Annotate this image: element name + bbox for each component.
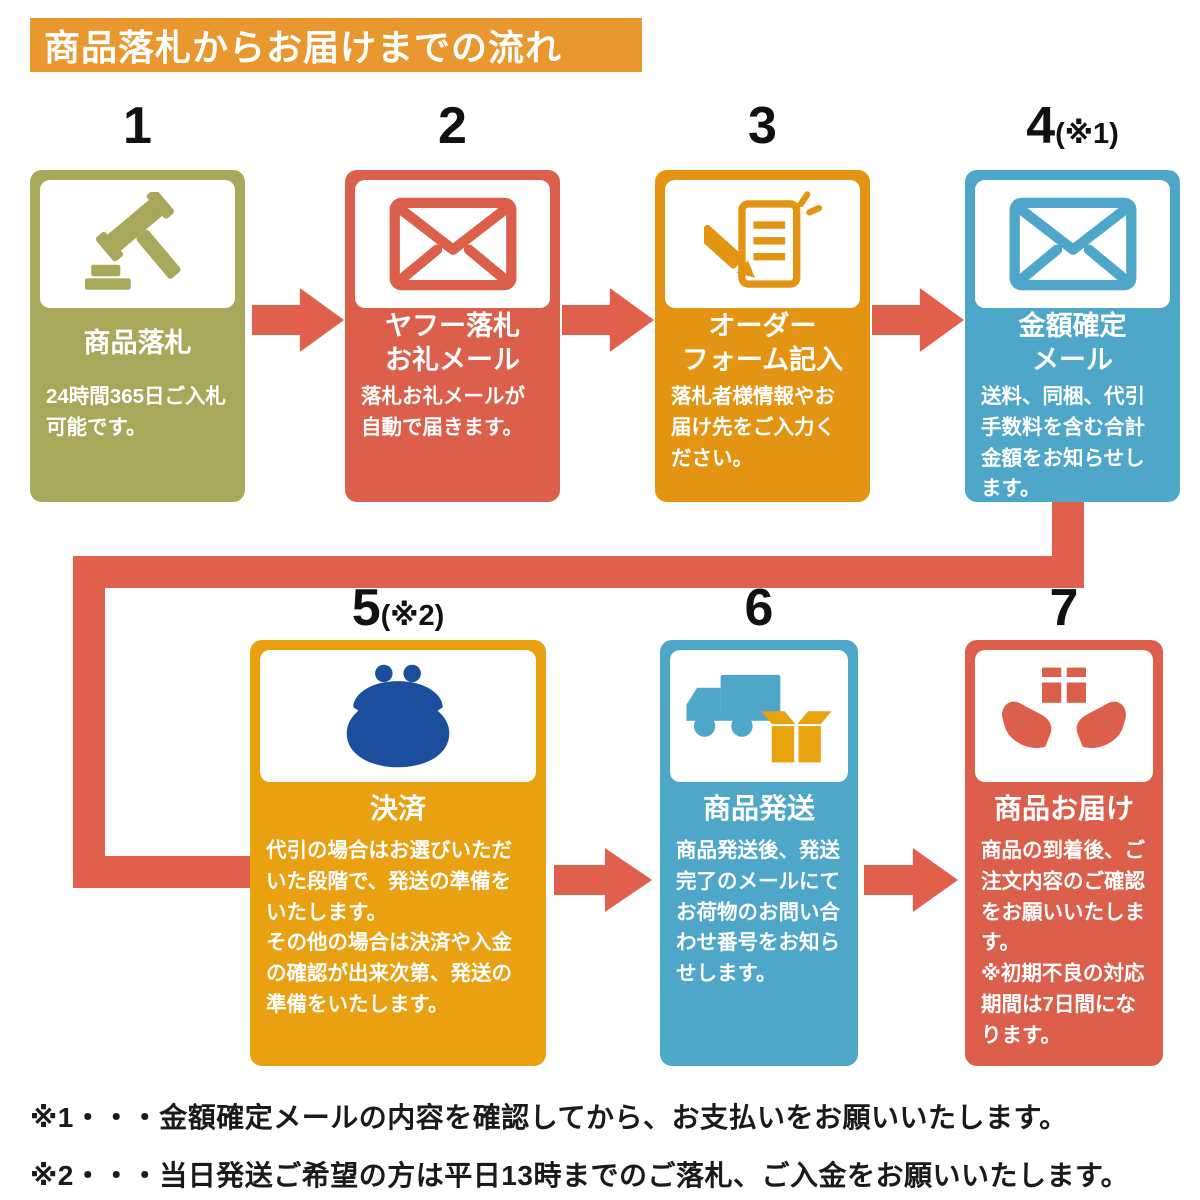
step-title: 金額確定 メール xyxy=(1018,311,1127,375)
step-number-7: 7 xyxy=(1049,579,1079,637)
flow-arrow-step5-step6 xyxy=(554,848,652,912)
step-description: 商品発送後、発送完了のメールにてお荷物のお問い合わせ番号をお知らせします。 xyxy=(676,839,840,985)
gavel-icon xyxy=(79,192,197,296)
step-card-bid: 商品落札 24時間365日ご入札可能です。 xyxy=(30,170,245,502)
step-card-payment: 決済 代引の場合はお選びいただいた段階で、発送の準備をいたします。 その他の場合… xyxy=(250,640,546,1066)
step-number-6: 6 xyxy=(744,579,774,637)
flow-arrow-step2-step3 xyxy=(562,288,654,352)
flow-arrow-step6-step7 xyxy=(864,848,958,912)
mail-icon xyxy=(389,197,517,291)
step-title: ヤフー落札 お礼メール xyxy=(385,311,520,375)
step-title: 決済 xyxy=(369,792,426,824)
footnote-2: ※2・・・当日発送ご希望の方は平日13時までのご落札、ご入金をお願いいたします。 xyxy=(30,1160,1130,1191)
step-card-price-mail: 金額確定 メール 送料、同梱、代引手数料を含む合計金額をお知らせします。 xyxy=(965,170,1180,502)
step-description: 送料、同梱、代引手数料を含む合計金額をお知らせします。 xyxy=(981,385,1145,501)
page-title: 商品落札からお届けまでの流れ xyxy=(44,27,563,68)
step-card-order-form: オーダー フォーム記入 落札者様情報やお届け先をご入力ください。 xyxy=(655,170,870,502)
step-description: 商品の到着後、ご注文内容のご確認をお願いいたします。 ※初期不良の対応期間は7日… xyxy=(981,839,1145,1047)
order-form-pencil-icon xyxy=(703,191,822,297)
step-title: 商品お届け xyxy=(993,792,1134,824)
step-number-2: 2 xyxy=(438,97,467,155)
truck-package-icon xyxy=(684,660,834,772)
step-number-5: 5(※2) xyxy=(351,579,445,637)
step-description: 代引の場合はお選びいただいた段階で、発送の準備をいたします。 その他の場合は決済… xyxy=(266,839,512,1016)
connector-segment-horizontal-to-step5 xyxy=(73,856,253,888)
step4-icon-panel xyxy=(975,180,1170,308)
step-card-delivery: 商品お届け 商品の到着後、ご注文内容のご確認をお願いいたします。 ※初期不良の対… xyxy=(965,640,1163,1066)
footnote-1: ※1・・・金額確定メールの内容を確認してから、お支払いをお願いいたします。 xyxy=(30,1102,1068,1133)
step1-icon-panel xyxy=(40,180,235,308)
step-number-1: 1 xyxy=(123,97,152,155)
step-description: 落札お礼メールが自動で届きます。 xyxy=(361,385,525,439)
step-description: 落札者様情報やお届け先をご入力ください。 xyxy=(671,385,835,470)
step2-icon-panel xyxy=(355,180,550,308)
step-card-thanks-mail: ヤフー落札 お礼メール 落札お礼メールが自動で届きます。 xyxy=(345,170,560,502)
step-title: 商品落札 xyxy=(83,328,192,359)
step-card-shipping: 商品発送 商品発送後、発送完了のメールにてお荷物のお問い合わせ番号をお知らせしま… xyxy=(660,640,858,1066)
step5-icon-panel xyxy=(260,650,536,782)
coin-purse-icon xyxy=(338,661,458,771)
step3-icon-panel xyxy=(665,180,860,308)
step7-icon-panel xyxy=(975,650,1153,782)
step-title: オーダー フォーム記入 xyxy=(681,311,844,375)
step-title: 商品発送 xyxy=(702,792,815,824)
flow-arrow-step3-step4 xyxy=(872,288,964,352)
flow-arrow-step1-step2 xyxy=(252,288,344,352)
step-description: 24時間365日ご入札可能です。 xyxy=(46,385,227,439)
step-number-3: 3 xyxy=(748,97,777,155)
step6-icon-panel xyxy=(670,650,848,782)
hands-package-icon xyxy=(998,661,1130,771)
connector-segment-vertical-left xyxy=(73,556,105,888)
connector-segment-horizontal-top xyxy=(73,556,1084,588)
mail-icon xyxy=(1009,197,1137,291)
step-number-4: 4(※1) xyxy=(1026,97,1119,155)
page-title-banner: 商品落札からお届けまでの流れ xyxy=(30,18,642,72)
